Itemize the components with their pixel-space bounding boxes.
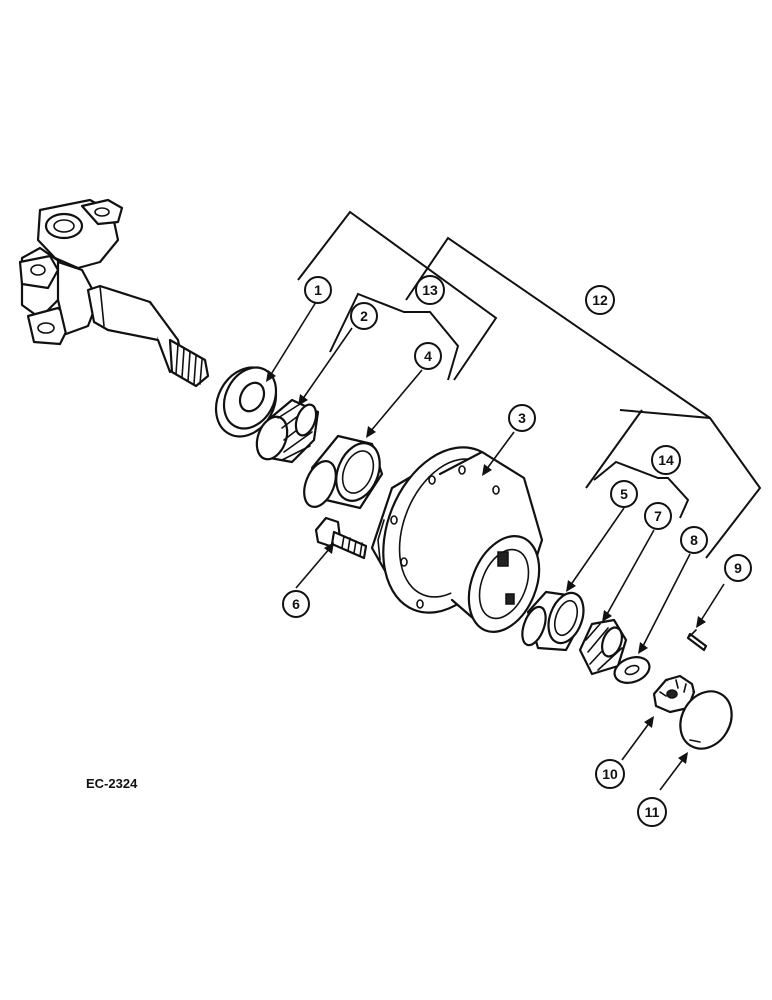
group-bracket-13: [329, 292, 460, 381]
callout-3: 3: [508, 404, 536, 432]
washer-part-8: [613, 656, 651, 684]
cotter-pin-part-9: [686, 629, 708, 652]
group-bracket-14-inner: [585, 409, 643, 489]
callout-14: 14: [651, 445, 681, 475]
callout-10: 10: [595, 759, 625, 789]
leader-lines: [266, 301, 725, 791]
callout-label: 13: [422, 282, 438, 298]
callout-13: 13: [415, 275, 445, 305]
bearing-cup-part-4: [303, 434, 384, 510]
callout-label: 10: [602, 766, 618, 782]
callout-8: 8: [680, 526, 708, 554]
callout-label: 5: [620, 486, 628, 502]
callout-4: 4: [414, 342, 442, 370]
callout-12: 12: [585, 285, 615, 315]
callout-label: 14: [658, 452, 674, 468]
callout-label: 1: [314, 282, 322, 298]
callout-label: 2: [360, 308, 368, 324]
hub-part-3: [370, 446, 544, 633]
callout-label: 3: [518, 410, 526, 426]
callout-label: 12: [592, 292, 608, 308]
callout-11: 11: [637, 797, 667, 827]
callout-label: 6: [292, 596, 300, 612]
callout-label: 8: [690, 532, 698, 548]
callout-7: 7: [644, 502, 672, 530]
dust-cap-part-11: [679, 690, 733, 750]
callout-1: 1: [304, 276, 332, 304]
figure-code: EC-2324: [86, 776, 138, 791]
bearing-cone-part-7: [578, 618, 628, 676]
callout-label: 11: [645, 804, 660, 820]
callout-2: 2: [350, 302, 378, 330]
callout-6: 6: [282, 590, 310, 618]
bolt-part-6: [314, 516, 368, 560]
callout-9: 9: [724, 554, 752, 582]
callout-label: 9: [734, 560, 742, 576]
seal-part-1: [214, 366, 278, 438]
bearing-cup-part-5: [521, 590, 585, 652]
spindle-knuckle: [18, 198, 210, 388]
callout-5: 5: [610, 480, 638, 508]
callout-label: 4: [424, 348, 432, 364]
bearing-cone-part-2: [255, 398, 320, 464]
group-bracket-14: [593, 460, 690, 519]
callout-label: 7: [654, 508, 662, 524]
